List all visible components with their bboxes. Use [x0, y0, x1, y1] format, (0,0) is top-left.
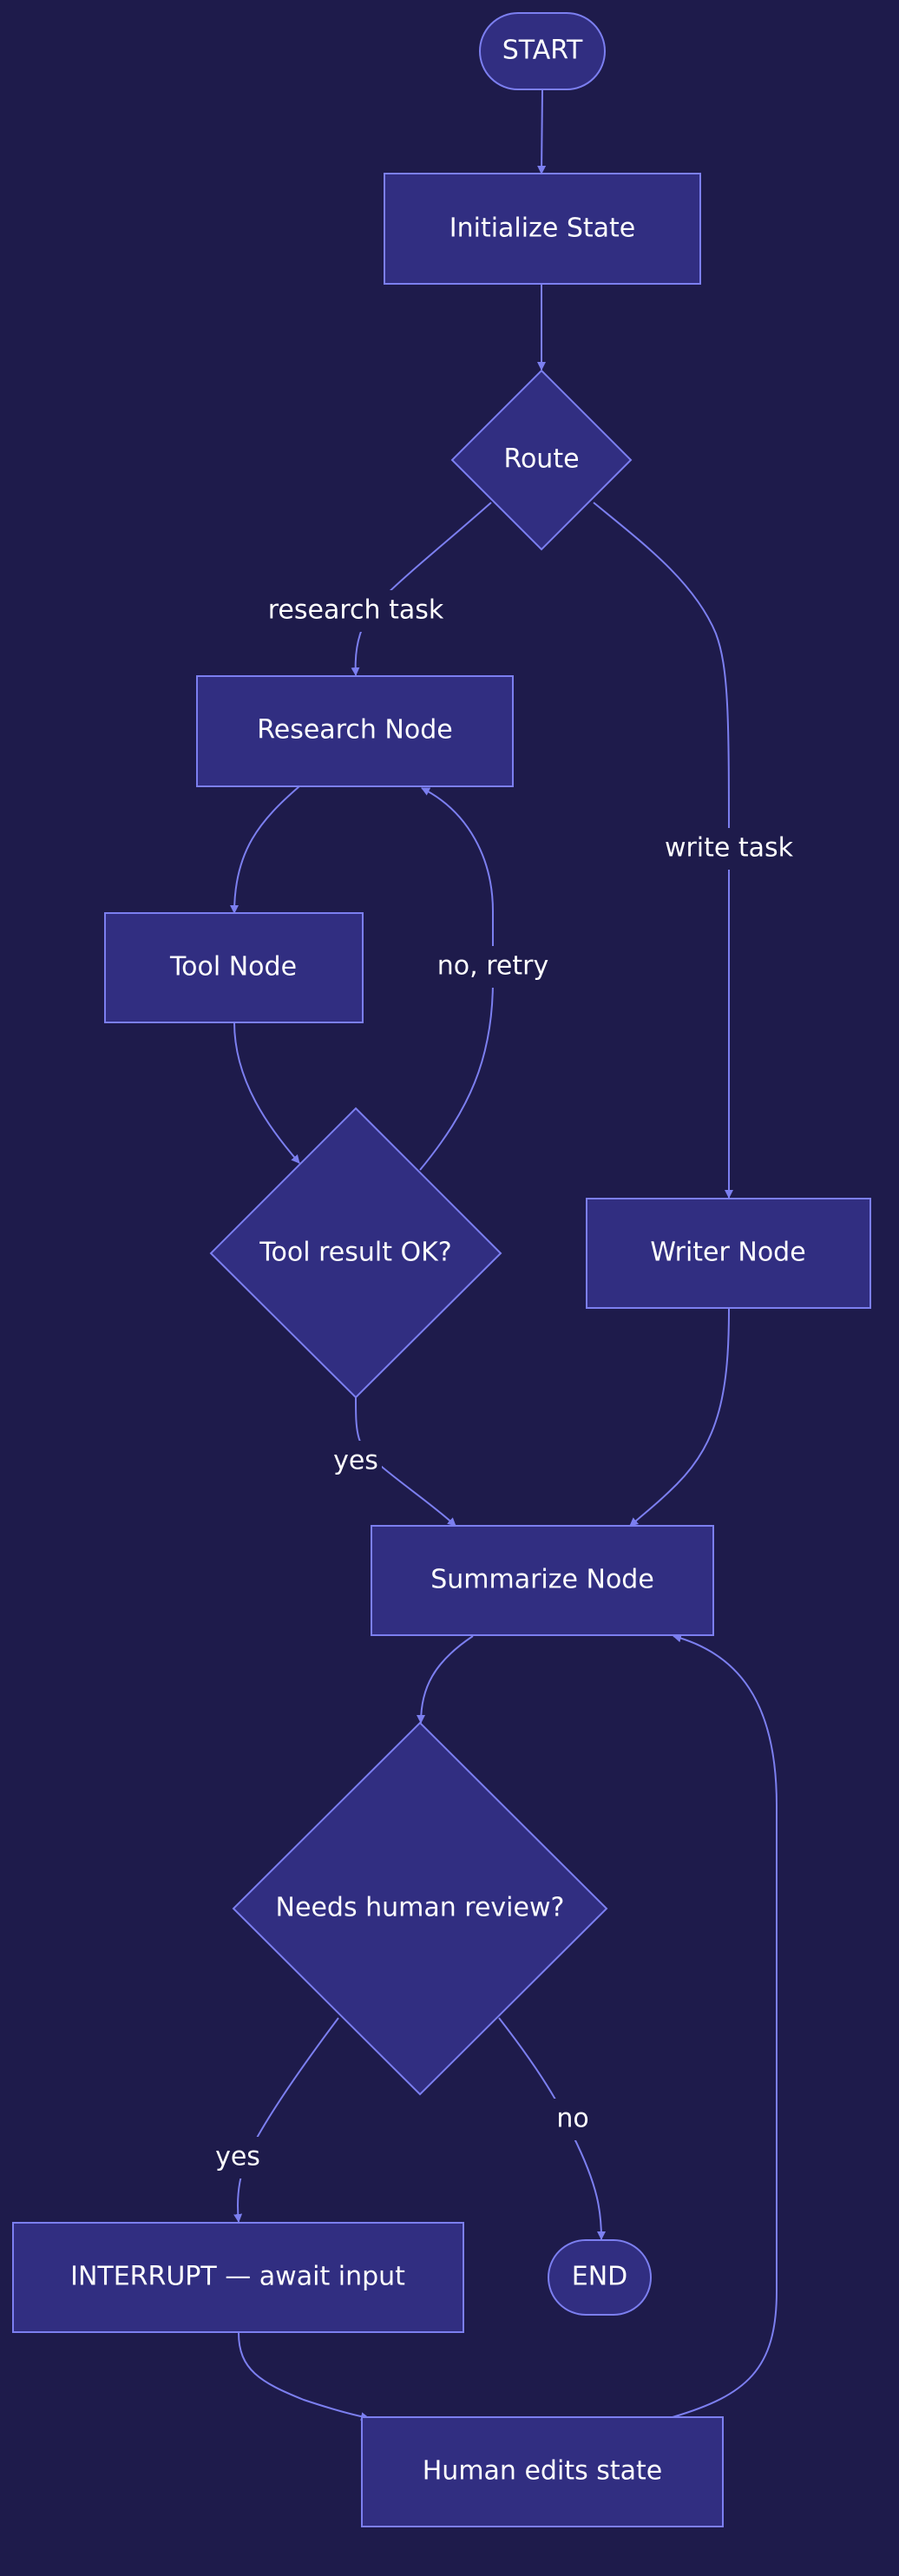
svg-text:research task: research task [268, 595, 444, 626]
svg-text:START: START [502, 36, 583, 66]
node-tool: Tool Node [104, 912, 364, 1023]
edge-writer-to-summarize [629, 1308, 730, 1527]
node-interrupt: INTERRUPT — await input [12, 2222, 464, 2333]
edge-label-write-task: write task [661, 828, 797, 870]
edge-route-to-writer [593, 502, 733, 1199]
node-human-edits-state: Human edits state [361, 2416, 724, 2527]
edge-label-yes-tool: yes [330, 1441, 382, 1482]
node-needs-human-review: Needs human review? [232, 1721, 608, 2096]
edge-interrupt-to-human-edits [238, 2332, 370, 2422]
edge-summarize-to-review [417, 1635, 474, 1724]
edge-route-to-research [351, 502, 492, 676]
node-route: Route [450, 369, 633, 551]
edge-human-edits-to-summarize [672, 1633, 778, 2418]
node-tool-result-ok: Tool result OK? [209, 1107, 502, 1399]
svg-text:Research Node: Research Node [257, 715, 452, 746]
node-initialize-state: Initialize State [384, 173, 701, 285]
svg-text:Tool Node: Tool Node [169, 952, 297, 982]
edge-start-to-init [537, 89, 547, 174]
svg-text:Writer Node: Writer Node [650, 1238, 805, 1268]
svg-text:Route: Route [503, 444, 579, 475]
node-end: END [548, 2239, 652, 2316]
svg-text:Needs human review?: Needs human review? [276, 1893, 565, 1923]
edge-tool-to-decision [233, 1022, 300, 1164]
node-research: Research Node [196, 675, 514, 787]
edge-label-no-review: no [550, 2099, 595, 2140]
node-summarize: Summarize Node [371, 1525, 714, 1636]
svg-text:Initialize State: Initialize State [450, 214, 636, 244]
node-writer: Writer Node [586, 1198, 871, 1309]
edge-label-yes-review: yes [212, 2137, 264, 2178]
svg-text:Tool result OK?: Tool result OK? [259, 1238, 451, 1268]
svg-text:yes: yes [333, 1446, 378, 1476]
edge-review-yes-to-interrupt [233, 2017, 339, 2223]
svg-text:Summarize Node: Summarize Node [430, 1565, 654, 1595]
svg-text:Human edits state: Human edits state [423, 2456, 663, 2487]
edge-research-to-tool [230, 785, 300, 914]
svg-text:write task: write task [665, 833, 794, 864]
svg-text:END: END [572, 2262, 628, 2292]
edge-label-research-task: research task [267, 590, 444, 632]
svg-text:no: no [556, 2104, 588, 2134]
svg-text:INTERRUPT — await input: INTERRUPT — await input [70, 2262, 405, 2292]
edge-label-no-retry: no, retry [432, 946, 554, 988]
svg-text:yes: yes [215, 2142, 260, 2172]
edge-decision-yes-to-summarize [355, 1396, 456, 1527]
svg-text:no, retry: no, retry [437, 951, 548, 982]
node-start: START [479, 12, 606, 90]
